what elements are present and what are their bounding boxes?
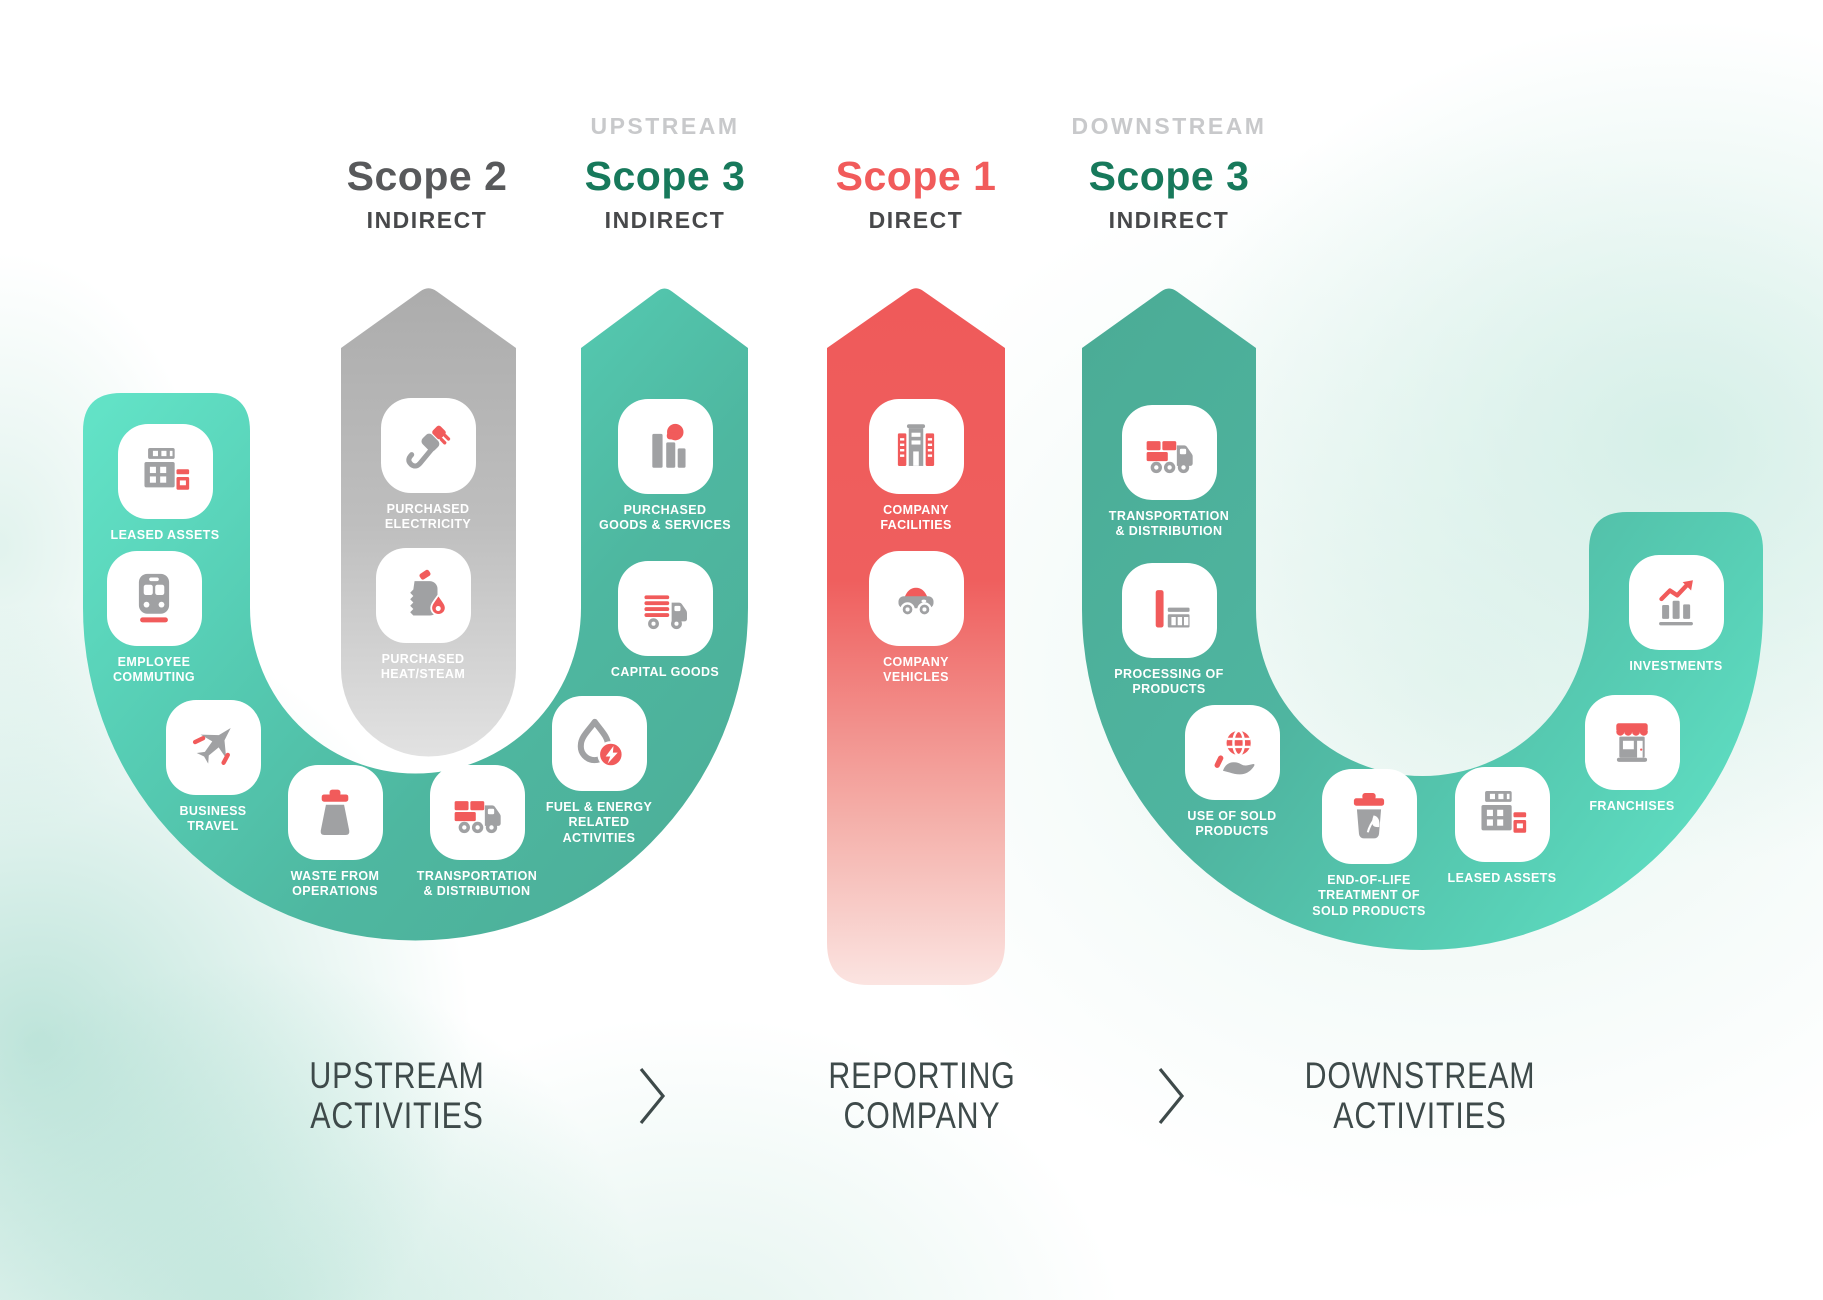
- waste-from-operations: WASTE FROM OPERATIONS: [287, 764, 383, 901]
- office-building-icon: [868, 398, 964, 494]
- water-drop-energy-icon: [551, 695, 647, 791]
- purchased-electricity: PURCHASED ELECTRICITY: [380, 397, 476, 534]
- waste-from-operations-label: WASTE FROM OPERATIONS: [290, 868, 380, 899]
- use-of-sold-products-label: USE OF SOLD PRODUCTS: [1187, 808, 1277, 839]
- scope2-arrow-shape: [341, 288, 516, 757]
- leased-assets-downstream-label: LEASED ASSETS: [1447, 870, 1557, 885]
- delivery-truck-icon: [429, 764, 525, 860]
- train-icon: [106, 550, 202, 646]
- purchased-goods-services-label: PURCHASED GOODS & SERVICES: [599, 502, 731, 533]
- upstream-tag: UPSTREAM: [590, 113, 740, 139]
- scope3-upstream-header: Scope 3 INDIRECT: [585, 153, 746, 234]
- purchased-electricity-label: PURCHASED ELECTRICITY: [384, 501, 472, 532]
- scope3-downstream-subtitle: INDIRECT: [1108, 207, 1230, 233]
- scope3-downstream-title: Scope 3: [1088, 153, 1250, 199]
- fuel-can-icon: [375, 547, 471, 643]
- purchased-heat-steam: PURCHASED HEAT/STEAM: [375, 547, 471, 684]
- airplane-icon: [165, 699, 261, 795]
- leased-assets-upstream: LEASED ASSETS: [111, 423, 219, 544]
- scope3-downstream-header: Scope 3 INDIRECT: [1089, 153, 1250, 234]
- company-facilities: COMPANY FACILITIES: [868, 398, 964, 535]
- company-vehicles-label: COMPANY VEHICLES: [883, 654, 949, 685]
- cargo-truck-icon: [617, 560, 713, 656]
- transportation-distribution-upstream: TRANSPORTATION & DISTRIBUTION: [417, 764, 537, 901]
- investments-label: INVESTMENTS: [1629, 658, 1723, 673]
- transportation-distribution-downstream-label: TRANSPORTATION & DISTRIBUTION: [1108, 508, 1230, 539]
- leased-assets-downstream: LEASED ASSETS: [1448, 766, 1556, 887]
- end-of-life-treatment: END-OF-LIFE TREATMENT OF SOLD PRODUCTS: [1312, 768, 1425, 920]
- purchased-heat-steam-label: PURCHASED HEAT/STEAM: [380, 651, 466, 682]
- processing-of-products: PROCESSING OF PRODUCTS: [1114, 562, 1223, 699]
- use-of-sold-products: USE OF SOLD PRODUCTS: [1184, 704, 1280, 841]
- plug-icon: [380, 397, 476, 493]
- factory-icon: [617, 398, 713, 494]
- franchises-label: FRANCHISES: [1589, 798, 1675, 813]
- capital-goods: CAPITAL GOODS: [611, 560, 719, 681]
- processing-of-products-label: PROCESSING OF PRODUCTS: [1114, 666, 1224, 697]
- end-of-life-treatment-label: END-OF-LIFE TREATMENT OF SOLD PRODUCTS: [1312, 872, 1426, 919]
- buildings-icon: [1454, 766, 1550, 862]
- business-travel-label: BUSINESS TRAVEL: [179, 803, 247, 834]
- scope2-title: Scope 2: [346, 153, 508, 199]
- flow-chevron-icon: [637, 1066, 667, 1131]
- employee-commuting: EMPLOYEE COMMUTING: [106, 550, 202, 687]
- growth-chart-icon: [1628, 554, 1724, 650]
- scope1-title: Scope 1: [835, 153, 997, 199]
- processing-icon: [1121, 562, 1217, 658]
- company-facilities-label: COMPANY FACILITIES: [880, 502, 952, 533]
- transportation-distribution-downstream: TRANSPORTATION & DISTRIBUTION: [1109, 404, 1229, 541]
- scope3-upstream-subtitle: INDIRECT: [604, 207, 726, 233]
- scope2-header: Scope 2 INDIRECT: [347, 153, 508, 234]
- franchises: FRANCHISES: [1584, 694, 1680, 815]
- transportation-distribution-upstream-label: TRANSPORTATION & DISTRIBUTION: [416, 868, 538, 899]
- waste-bag-icon: [287, 764, 383, 860]
- scope1-subtitle: DIRECT: [868, 207, 964, 233]
- purchased-goods-services: PURCHASED GOODS & SERVICES: [599, 398, 731, 535]
- investments: INVESTMENTS: [1628, 554, 1724, 675]
- recycle-bin-icon: [1321, 768, 1417, 864]
- reporting-company-label: REPORTING COMPANY: [828, 1055, 1016, 1136]
- capital-goods-label: CAPITAL GOODS: [610, 664, 720, 679]
- company-vehicles: COMPANY VEHICLES: [868, 550, 964, 687]
- car-icon: [868, 550, 964, 646]
- scope3-upstream-title: Scope 3: [584, 153, 746, 199]
- downstream-tag: DOWNSTREAM: [1071, 113, 1267, 139]
- scope1-header: Scope 1 DIRECT: [836, 153, 997, 234]
- upstream-activities-label: UPSTREAM ACTIVITIES: [309, 1055, 485, 1136]
- fuel-energy-activities-label: FUEL & ENERGY RELATED ACTIVITIES: [545, 799, 653, 846]
- globe-hand-icon: [1184, 704, 1280, 800]
- storefront-icon: [1584, 694, 1680, 790]
- downstream-activities-label: DOWNSTREAM ACTIVITIES: [1304, 1055, 1536, 1136]
- employee-commuting-label: EMPLOYEE COMMUTING: [112, 654, 196, 685]
- business-travel: BUSINESS TRAVEL: [165, 699, 261, 836]
- buildings-icon: [117, 423, 213, 519]
- fuel-energy-activities: FUEL & ENERGY RELATED ACTIVITIES: [546, 695, 652, 847]
- leased-assets-upstream-label: LEASED ASSETS: [110, 527, 220, 542]
- delivery-truck-icon: [1121, 404, 1217, 500]
- scope2-subtitle: INDIRECT: [366, 207, 488, 233]
- flow-chevron-icon: [1156, 1066, 1186, 1131]
